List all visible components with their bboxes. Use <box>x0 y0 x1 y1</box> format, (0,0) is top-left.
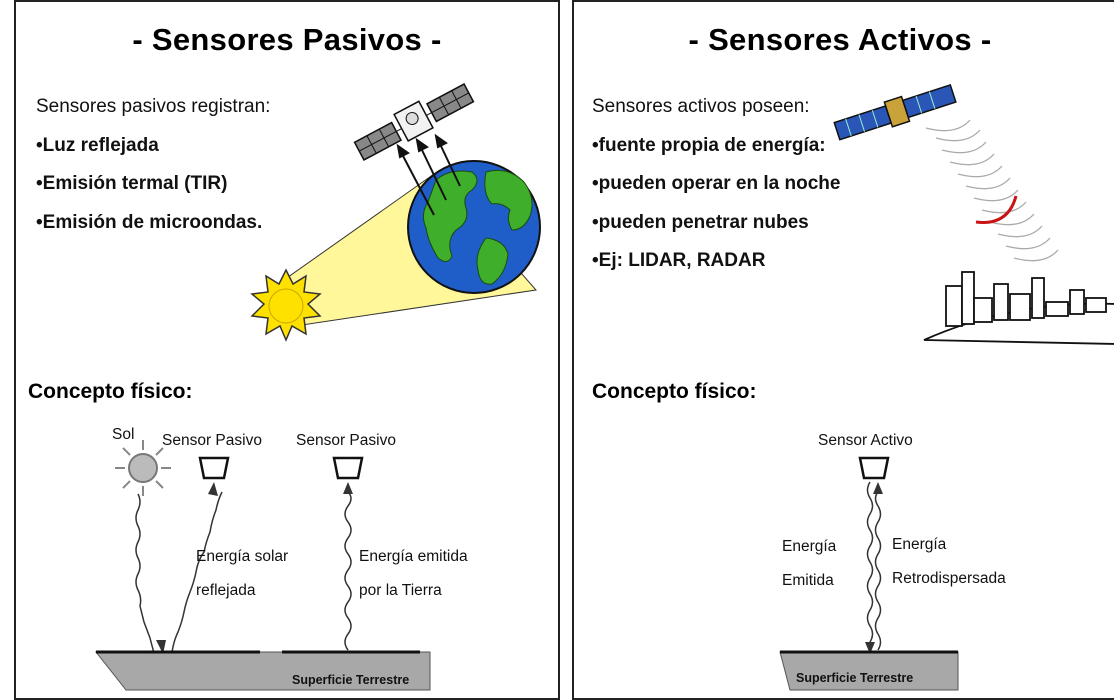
radar-return-arc <box>975 195 1018 224</box>
sensor-2-label: Sensor Pasivo <box>296 432 396 449</box>
passive-bullet-list: Sensores pasivos registran: •Luz refleja… <box>36 88 270 242</box>
emitted-ray <box>344 491 352 651</box>
active-back-label-1: Energía <box>892 536 947 553</box>
sensor-1-label: Sensor Pasivo <box>162 432 262 449</box>
city-skyline-icon <box>923 271 1114 345</box>
reflected-label-1: Energía solar <box>196 548 289 565</box>
passive-sensor-1-icon <box>198 456 230 480</box>
surface-label: Superficie Terrestre <box>292 673 410 687</box>
active-backscatter-ray <box>874 491 882 651</box>
sun-icon <box>250 268 322 342</box>
satellite-icon <box>353 83 475 161</box>
active-sensor-label: Sensor Activo <box>818 432 913 449</box>
sun-label: Sol <box>112 426 135 443</box>
active-bullet-list: Sensores activos poseen: •fuente propia … <box>592 88 840 281</box>
passive-concept-title: Concepto físico: <box>28 380 193 403</box>
radar-pulses <box>925 119 1059 262</box>
active-bullet-1: •fuente propia de energía: <box>592 134 826 156</box>
active-bullet-2: •pueden operar en la noche <box>592 173 841 194</box>
active-concept-title: Concepto físico: <box>592 380 757 403</box>
passive-title: - Sensores Pasivos - <box>132 22 442 57</box>
sun-small-icon <box>115 440 171 496</box>
active-bullet-3: •pueden penetrar nubes <box>592 211 809 233</box>
passive-illustration <box>94 83 541 691</box>
radar-satellite-icon <box>833 83 957 141</box>
active-illustration <box>779 83 1114 691</box>
active-title: - Sensores Activos - <box>688 22 992 57</box>
active-emitted-label-2: Emitida <box>782 572 834 589</box>
passive-bullet-3: •Emisión de microondas. <box>36 211 263 233</box>
emitted-label-1: Energía emitida <box>359 548 468 565</box>
active-back-label-2: Retrodispersada <box>892 570 1006 587</box>
passive-bullet-1: •Luz reflejada <box>36 134 159 156</box>
active-sensors-panel: - Sensores Activos - Sensores activos po… <box>572 0 1114 700</box>
active-emitted-label-1: Energía <box>782 538 837 555</box>
incident-ray <box>135 493 157 661</box>
active-intro: Sensores activos poseen: <box>592 96 810 117</box>
passive-sensors-panel: - Sensores Pasivos - Sensores pasivos re… <box>14 0 560 700</box>
active-emitted-ray <box>866 481 874 643</box>
active-surface-label: Superficie Terrestre <box>796 671 914 685</box>
earth-globe-icon <box>407 160 541 294</box>
active-bullet-4: •Ej: LIDAR, RADAR <box>592 250 766 271</box>
passive-intro: Sensores pasivos registran: <box>36 96 271 117</box>
reflection-arrows <box>396 133 461 216</box>
emitted-label-2: por la Tierra <box>359 582 442 599</box>
passive-sensor-2-icon <box>332 456 364 480</box>
passive-bullet-2: •Emisión termal (TIR) <box>36 173 228 194</box>
reflected-label-2: reflejada <box>196 582 256 599</box>
active-sensor-icon <box>858 456 890 480</box>
reflected-ray <box>171 491 223 653</box>
